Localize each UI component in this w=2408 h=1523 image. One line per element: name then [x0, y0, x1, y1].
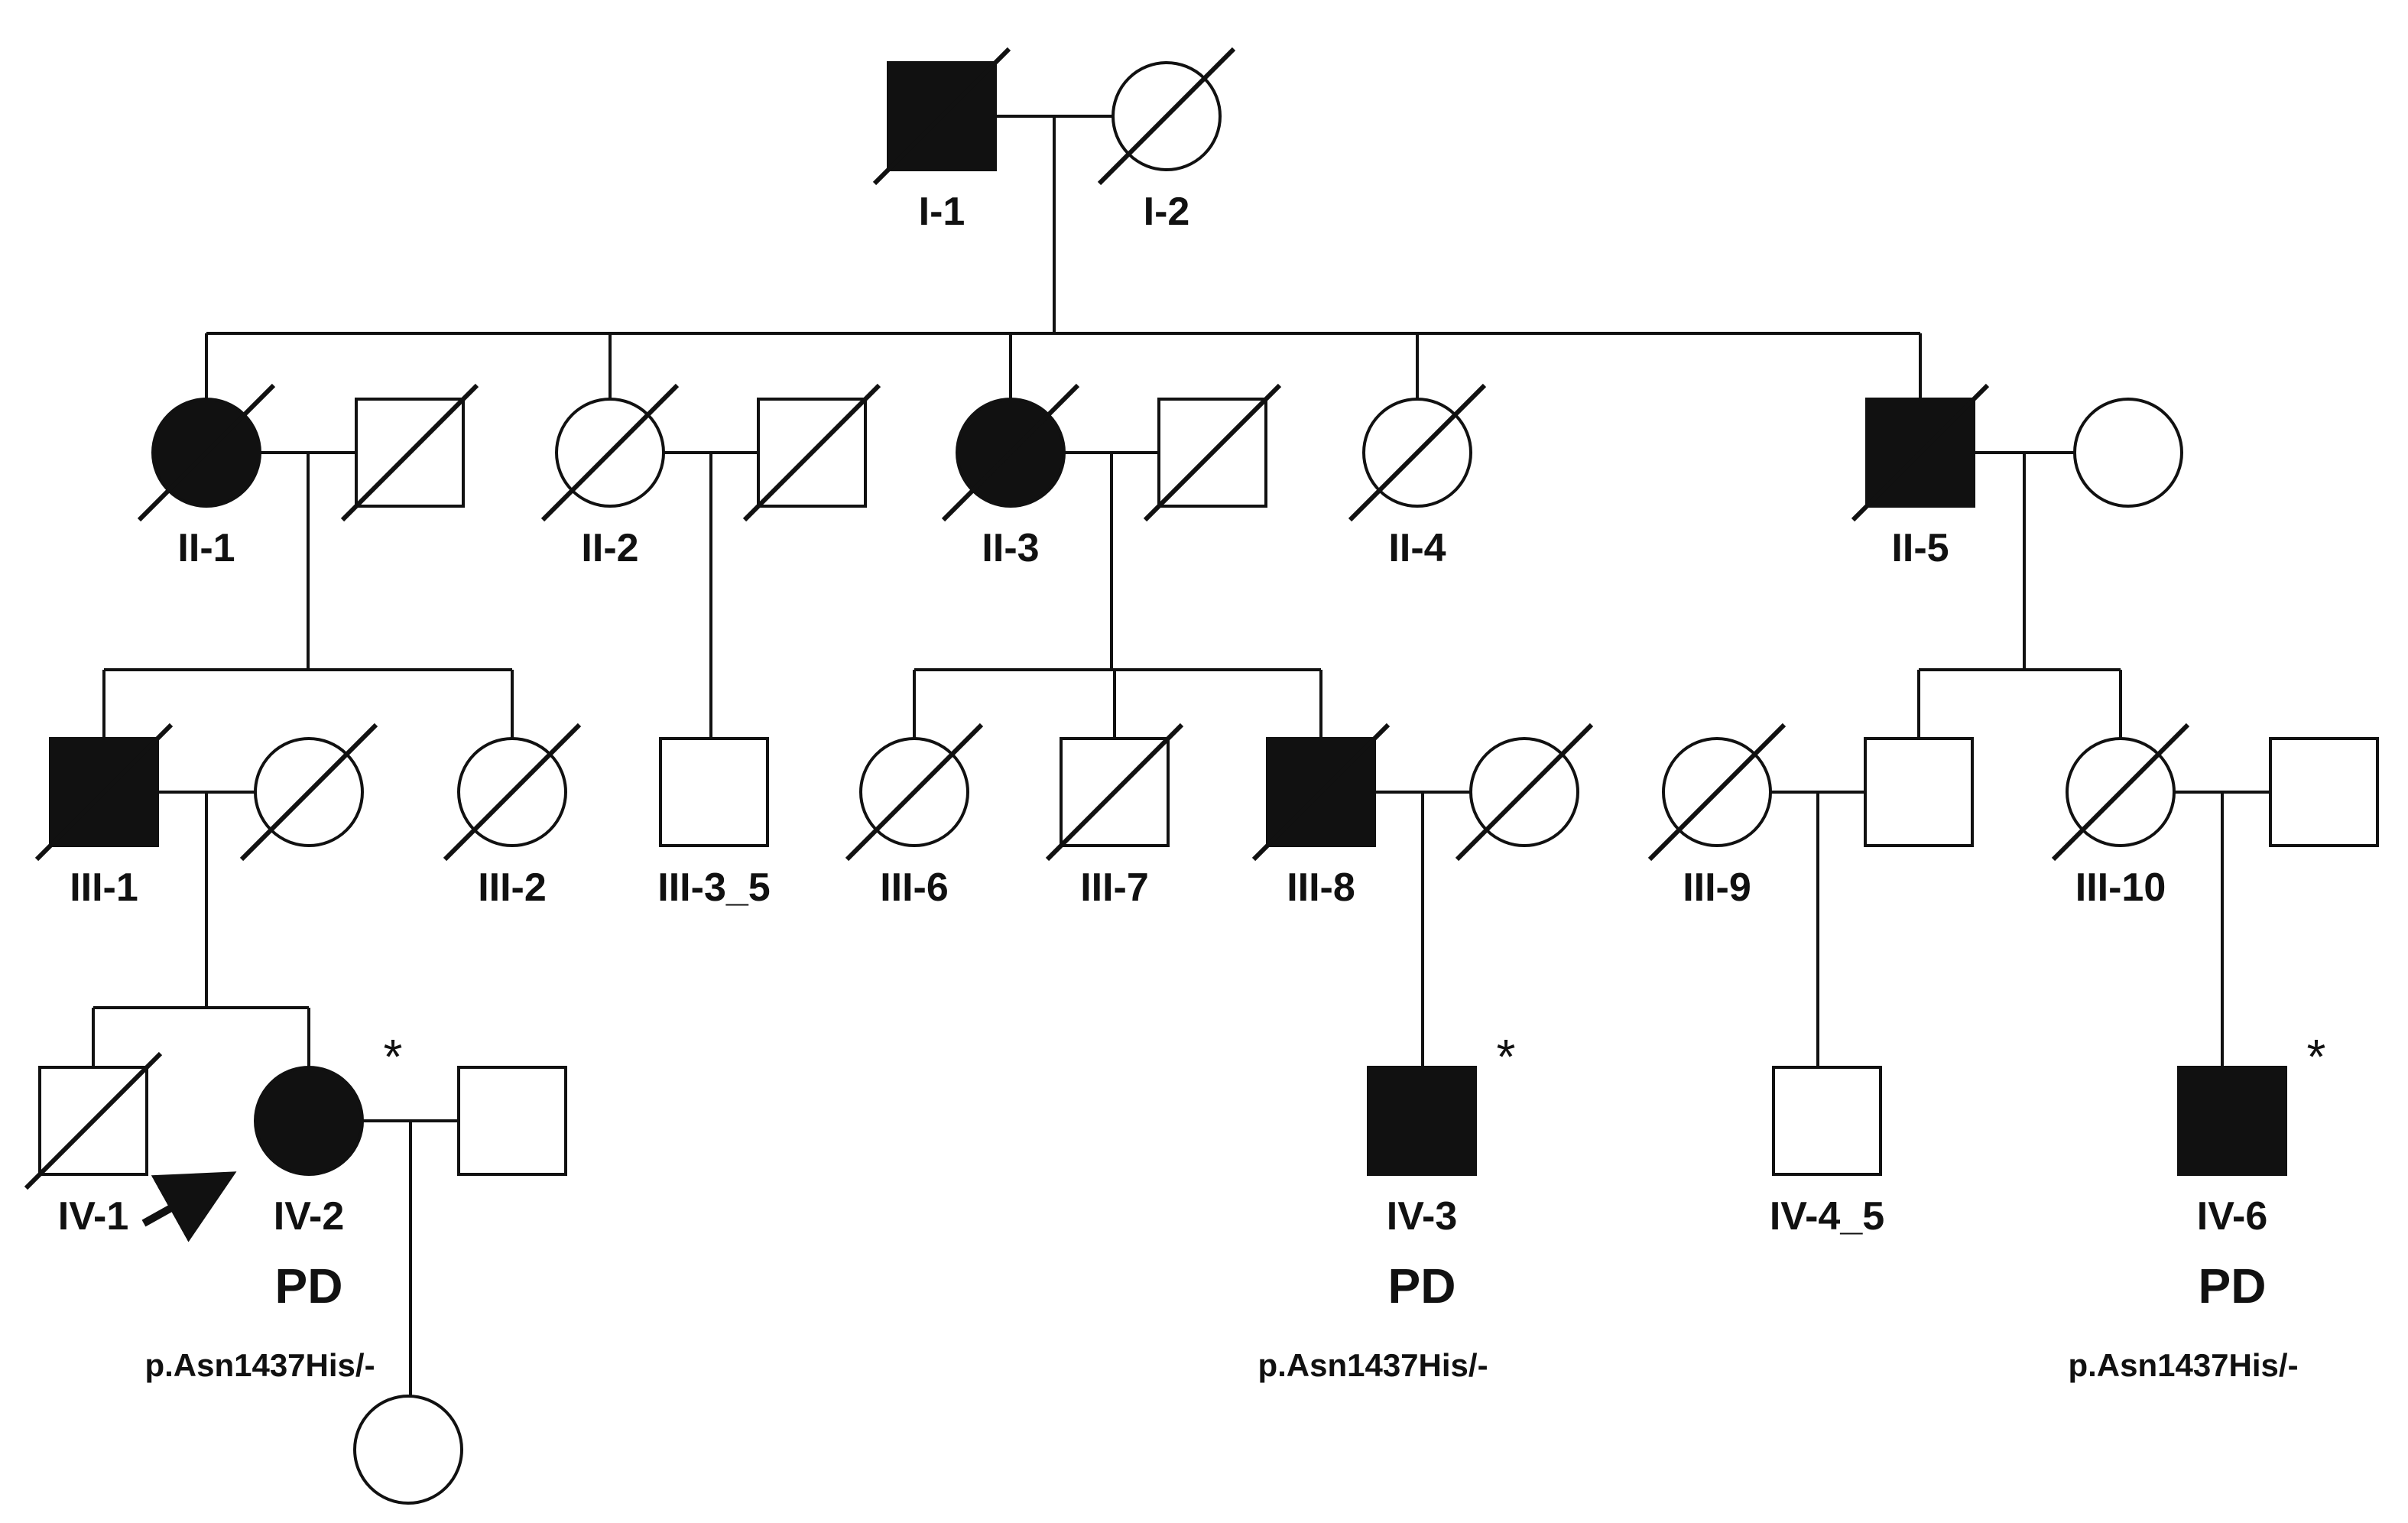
asterisk-marker: * [1497, 1029, 1516, 1084]
individual-label: IV-2 [274, 1194, 345, 1239]
individual-label: IV-3 [1387, 1194, 1458, 1239]
variant-label: p.Asn1437His/- [1258, 1347, 1488, 1383]
deceased-slash [137, 383, 276, 522]
individual-label: III-1 [70, 865, 138, 910]
deceased-slash [1097, 47, 1236, 186]
individual-iii-9sp-square [1864, 737, 1974, 847]
deceased-slash [443, 723, 582, 862]
deceased-slash [1455, 723, 1594, 862]
deceased-slash [1045, 723, 1184, 862]
deceased-slash [941, 383, 1080, 522]
phenotype-label: PD [275, 1258, 343, 1314]
individual-v-1-circle [353, 1395, 463, 1505]
deceased-slash [34, 723, 174, 862]
individual-label: IV-4_5 [1770, 1194, 1884, 1239]
individual-label: II-4 [1388, 526, 1446, 570]
individual-iv-3-square [1367, 1066, 1477, 1176]
variant-label: p.Asn1437His/- [144, 1347, 375, 1383]
deceased-slash [2051, 723, 2190, 862]
individual-label: II-3 [982, 526, 1039, 570]
individual-label: II-1 [177, 526, 235, 570]
individual-label: I-1 [919, 190, 965, 234]
arrow-icon [141, 1171, 237, 1242]
phenotype-label: PD [1388, 1258, 1456, 1314]
deceased-slash [1251, 723, 1391, 862]
deceased-slash [340, 383, 479, 522]
individual-iii-3-5-square [659, 737, 769, 847]
deceased-slash [1851, 383, 1990, 522]
individual-label: III-7 [1080, 865, 1149, 910]
individual-iii-10sp-square [2269, 737, 2379, 847]
individual-label: III-3_5 [657, 865, 770, 910]
variant-label: p.Asn1437His/- [2068, 1347, 2298, 1383]
individual-label: III-8 [1287, 865, 1355, 910]
individual-label: II-2 [581, 526, 638, 570]
asterisk-marker: * [384, 1029, 403, 1084]
deceased-slash [1647, 723, 1787, 862]
relationship-lines [92, 115, 2270, 1396]
deceased-slash [1348, 383, 1487, 522]
individual-iv-2sp-square [457, 1066, 567, 1176]
deceased-slash [1143, 383, 1282, 522]
deceased-slash [239, 723, 378, 862]
individual-symbols [24, 47, 2379, 1505]
individual-iv-2-circle [254, 1066, 364, 1176]
individual-iv-4-5-square [1772, 1066, 1882, 1176]
individual-label: II-5 [1891, 526, 1949, 570]
individual-label: III-2 [478, 865, 547, 910]
deceased-slash [742, 383, 881, 522]
individual-iv-6-square [2177, 1066, 2287, 1176]
individual-label: IV-1 [58, 1194, 129, 1239]
individual-label: I-2 [1144, 190, 1190, 234]
individual-label: III-10 [2075, 865, 2166, 910]
asterisk-marker: * [2307, 1029, 2326, 1084]
deceased-slash [845, 723, 984, 862]
individual-label: IV-6 [2197, 1194, 2268, 1239]
individual-ii-5sp-circle [2073, 398, 2183, 508]
deceased-slash [540, 383, 680, 522]
deceased-slash [872, 47, 1011, 186]
individual-label: III-9 [1683, 865, 1751, 910]
deceased-slash [24, 1051, 163, 1190]
phenotype-label: PD [2199, 1258, 2267, 1314]
individual-label: III-6 [880, 865, 949, 910]
